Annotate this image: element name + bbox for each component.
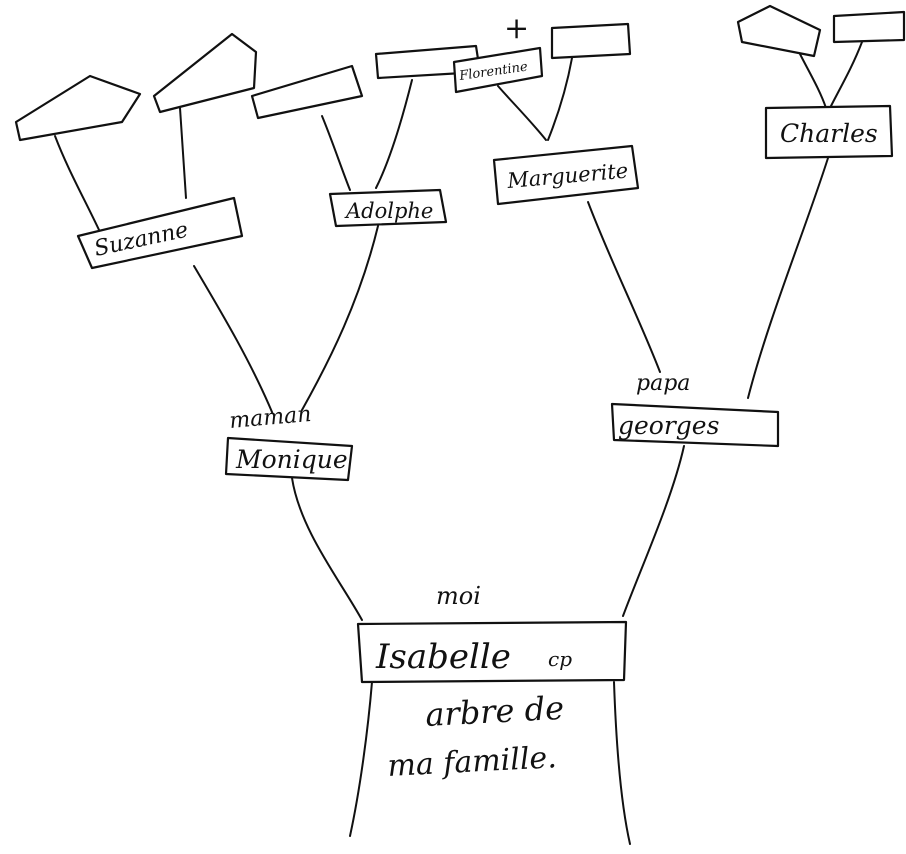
tree-title: arbre de ma famille. [387,689,565,784]
marguerite-to-florentine-line [497,85,547,141]
marguerite-to-right-box-line [547,57,573,141]
empty-box-7 [832,10,906,44]
charles-name: Charles [780,119,878,148]
empty-box-5 [550,22,632,60]
georges-to-marguerite-line [587,201,661,373]
suzanne-box [76,196,244,270]
georges-to-charles-line [747,157,829,399]
great-grandmother-node: + Florentine [452,11,544,94]
trunk-base-right-line [613,681,631,845]
grandparents: Suzanne Adolphe Marguerite Charles [76,104,894,270]
empty-box-2 [152,32,258,114]
monique-to-adolphe-line [301,225,379,411]
charles-to-right-box-line [829,41,863,109]
adolphe-name: Adolphe [344,199,433,223]
deceased-cross-mark: + [504,11,529,46]
monique-name: Monique [235,445,348,474]
trunk-left-line [291,477,363,621]
georges-box [610,402,780,448]
georges-name: georges [618,411,719,440]
florentine-box [452,46,544,94]
suzanne-to-left-box-line [54,135,101,233]
child-caption: moi [436,582,481,610]
empty-box-6 [736,4,822,58]
adolphe-box [328,188,448,228]
grade-label: cp [548,647,572,671]
monique-to-suzanne-line [193,265,273,413]
adolphe-to-third-box-line [321,115,351,191]
branch-lines [54,41,863,845]
title-line-1: arbre de [424,689,564,734]
mother-caption: maman [228,402,312,434]
adolphe-to-fourth-box-line [375,79,413,189]
father-caption: papa [636,371,690,396]
suzanne-to-second-box-line [179,107,187,199]
trunk-right-line [622,445,685,617]
isabelle-name: Isabelle [375,637,511,677]
empty-box-3 [250,64,364,120]
empty-box-1 [14,74,142,142]
trunk-base-left-line [349,681,373,837]
monique-box [224,436,354,482]
child-node: moi Isabelle cp [356,582,628,684]
charles-box [764,104,894,160]
empty-ancestor-boxes [14,4,906,142]
title-line-2: ma famille. [387,740,558,784]
marguerite-box [492,144,640,206]
charles-to-left-box-line [799,53,827,109]
parents: maman Monique papa georges [224,371,780,482]
isabelle-box [356,620,628,684]
